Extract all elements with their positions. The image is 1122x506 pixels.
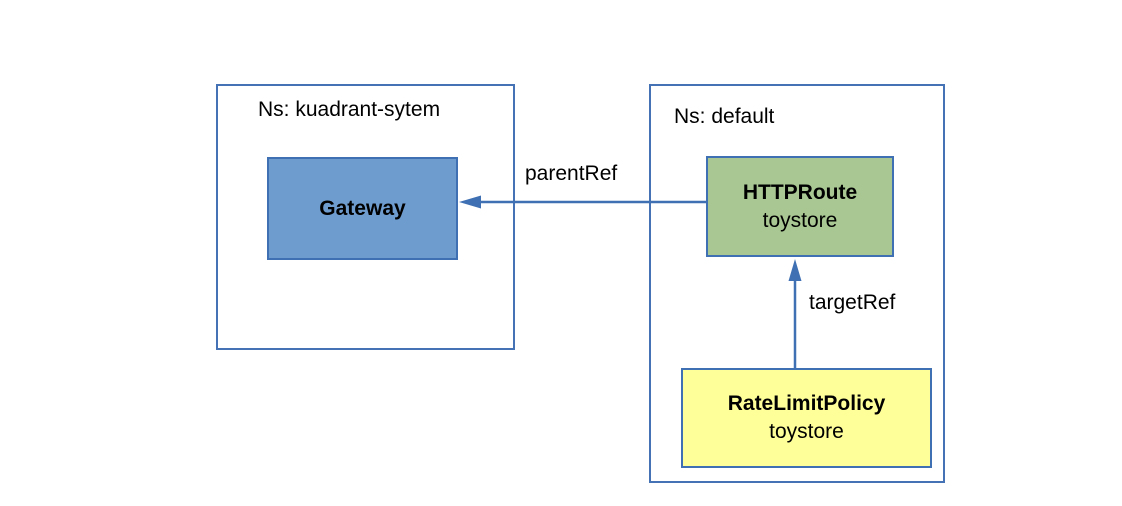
node-gateway-title: Gateway: [319, 196, 406, 220]
node-ratelimitpolicy-title: RateLimitPolicy: [727, 392, 886, 415]
parentref-edge-label: parentRef: [525, 162, 618, 185]
node-httproute: HTTPRoute toystore: [706, 156, 894, 257]
node-httproute-title: HTTPRoute: [742, 180, 858, 204]
node-httproute-subtitle: toystore: [762, 208, 838, 232]
targetref-edge-label: targetRef: [809, 291, 896, 314]
namespace-label-kuadrant-system: Ns: kuadrant-sytem: [258, 98, 441, 121]
namespace-label-default: Ns: default: [674, 105, 775, 128]
node-ratelimitpolicy: RateLimitPolicy toystore: [681, 368, 932, 468]
node-gateway: Gateway: [267, 157, 458, 260]
namespace-box-kuadrant-system: Ns: kuadrant-sytem: [216, 84, 515, 350]
node-ratelimitpolicy-subtitle: toystore: [769, 420, 844, 443]
